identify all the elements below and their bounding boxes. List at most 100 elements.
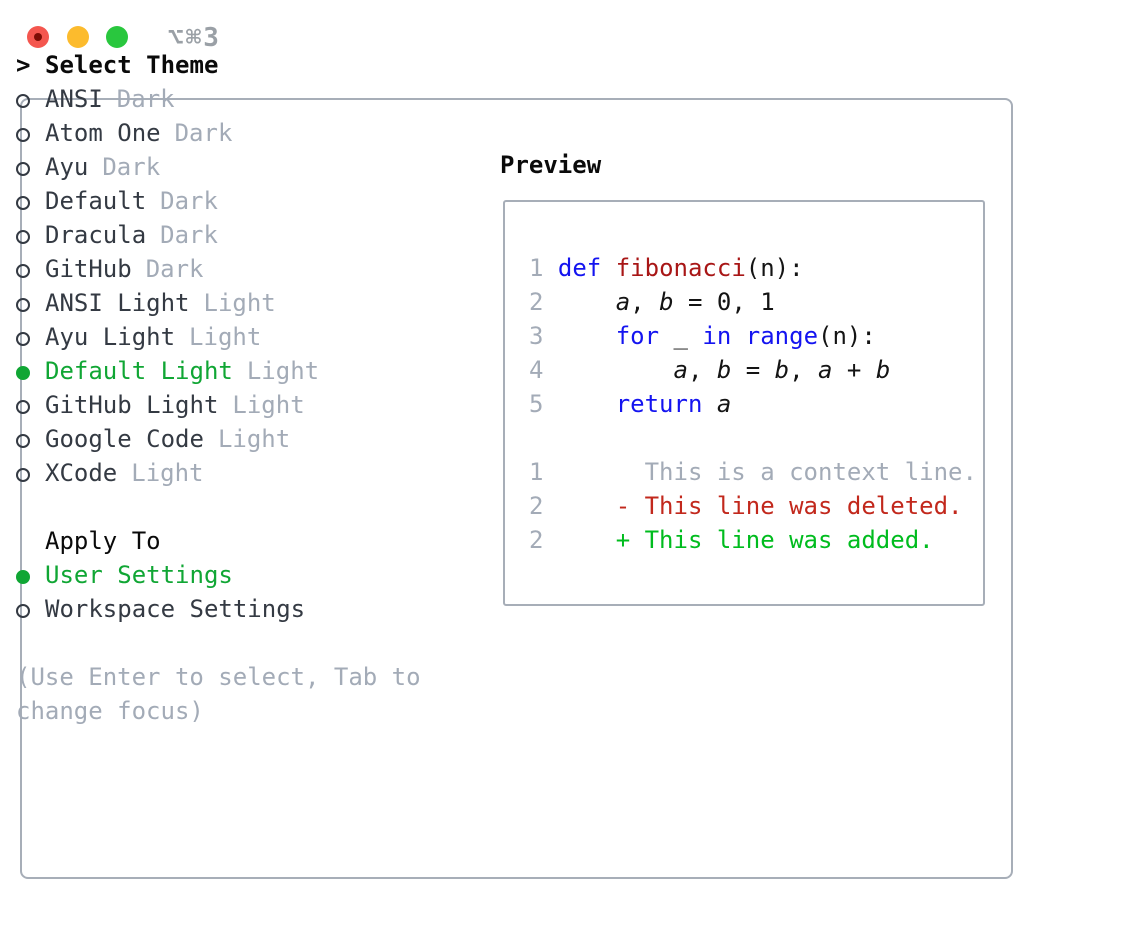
code-segment-plain: =	[731, 356, 775, 384]
code-segment-plain: (n):	[818, 322, 876, 350]
option-label: Google Code	[45, 425, 204, 453]
select-theme-title: Select Theme	[45, 51, 219, 79]
theme-variant-tag: Light	[189, 323, 262, 351]
code-segment-kw: def	[557, 254, 602, 282]
preview-line: 4 a, b = b, a + b	[529, 353, 983, 387]
code-segment-var: a	[818, 356, 833, 384]
hint-line: (Use Enter to select, Tab to	[16, 663, 421, 691]
theme-variant-tag: Light	[131, 459, 204, 487]
preview-line: 5 return a	[529, 387, 983, 421]
option-label: GitHub Light	[45, 391, 219, 419]
radio-icon	[16, 230, 30, 244]
code-segment-var: a	[716, 390, 732, 418]
code-segment-var: b	[774, 356, 790, 384]
radio-icon	[16, 94, 30, 108]
theme-variant-tag: Light	[217, 425, 291, 453]
radio-icon	[16, 604, 30, 618]
radio-icon	[16, 162, 30, 176]
selection-caret-icon: >	[16, 51, 31, 79]
option-label: Default Light	[45, 357, 233, 385]
option-label: XCode	[45, 459, 118, 487]
option-label: Ayu Light	[45, 323, 176, 351]
code-segment-kw: range	[745, 322, 819, 350]
theme-variant-tag: Dark	[160, 221, 218, 249]
code-segment-plain: = 0, 1	[673, 288, 775, 316]
close-dot-icon	[34, 33, 42, 41]
option-label: GitHub	[45, 255, 132, 283]
line-number: 5	[529, 390, 558, 418]
theme-variant-tag: Light	[203, 289, 276, 317]
line-number: 1	[529, 458, 558, 486]
spacer	[16, 490, 421, 524]
code-segment-var: a	[615, 288, 631, 316]
option-label: ANSI Light	[45, 289, 190, 317]
code-segment-plain	[601, 254, 615, 282]
theme-option-ansi-light[interactable]: ANSI Light Light	[16, 286, 421, 320]
theme-option-github-light[interactable]: GitHub Light Light	[16, 388, 421, 422]
theme-option-github[interactable]: GitHub Dark	[16, 252, 421, 286]
radio-selected-icon	[16, 570, 30, 584]
code-segment-plain	[731, 322, 745, 350]
code-segment-var: b	[659, 288, 674, 316]
preview-title: Preview	[500, 151, 602, 179]
theme-variant-tag: Dark	[174, 119, 233, 147]
apply-to-title: Apply To	[45, 527, 161, 555]
theme-option-ayu-light[interactable]: Ayu Light Light	[16, 320, 421, 354]
minimize-traffic-light-icon[interactable]	[67, 26, 89, 48]
theme-option-google-code[interactable]: Google Code Light	[16, 422, 421, 456]
window-hotkey-label: ⌥⌘3	[168, 23, 221, 53]
radio-icon	[16, 264, 30, 278]
hint-text: (Use Enter to select, Tab to change focu…	[16, 660, 421, 728]
code-segment-plain	[702, 390, 716, 418]
option-label: Workspace Settings	[45, 595, 306, 623]
theme-variant-tag: Dark	[102, 153, 161, 181]
code-segment-kw: return	[615, 390, 703, 418]
code-segment-var: b	[716, 356, 732, 384]
preview-line: 2 + This line was added.	[529, 523, 983, 557]
code-segment-plain: ,	[630, 288, 660, 316]
code-segment-ctx: This is a context line.	[557, 458, 977, 486]
radio-selected-icon	[16, 366, 30, 380]
preview-line: 1 This is a context line.	[529, 455, 983, 489]
option-label: User Settings	[45, 561, 233, 589]
code-segment-fn: fibonacci	[615, 254, 746, 282]
radio-icon	[16, 196, 30, 210]
line-number: 3	[529, 322, 558, 350]
radio-icon	[16, 332, 30, 346]
preview-line	[529, 421, 983, 455]
apply-option-user-settings[interactable]: User Settings	[16, 558, 421, 592]
theme-option-dracula[interactable]: Dracula Dark	[16, 218, 421, 252]
line-number: 1	[529, 254, 558, 282]
zoom-traffic-light-icon[interactable]	[106, 26, 128, 48]
code-segment-plain: _	[659, 322, 703, 350]
code-segment-plain	[558, 322, 616, 350]
code-segment-plain	[558, 356, 674, 384]
apply-option-workspace-settings[interactable]: Workspace Settings	[16, 592, 421, 626]
radio-icon	[16, 298, 30, 312]
select-theme-header: > Select Theme	[16, 48, 421, 82]
theme-option-xcode[interactable]: XCode Light	[16, 456, 421, 490]
preview-line: 1 def fibonacci(n):	[529, 251, 983, 285]
option-label: ANSI	[45, 85, 103, 113]
line-number: 2	[529, 526, 558, 554]
code-segment-plain: ,	[687, 356, 717, 384]
theme-variant-tag: Light	[232, 391, 305, 419]
code-segment-add: + This line was added.	[557, 526, 934, 554]
code-segment-kw: for	[615, 322, 660, 350]
line-number: 2	[529, 288, 558, 316]
radio-icon	[16, 434, 30, 448]
radio-icon	[16, 128, 30, 142]
preview-line: 2 a, b = 0, 1	[529, 285, 983, 319]
theme-variant-tag: Dark	[145, 255, 204, 283]
option-label: Dracula	[45, 221, 147, 249]
close-traffic-light-icon[interactable]	[27, 26, 49, 48]
